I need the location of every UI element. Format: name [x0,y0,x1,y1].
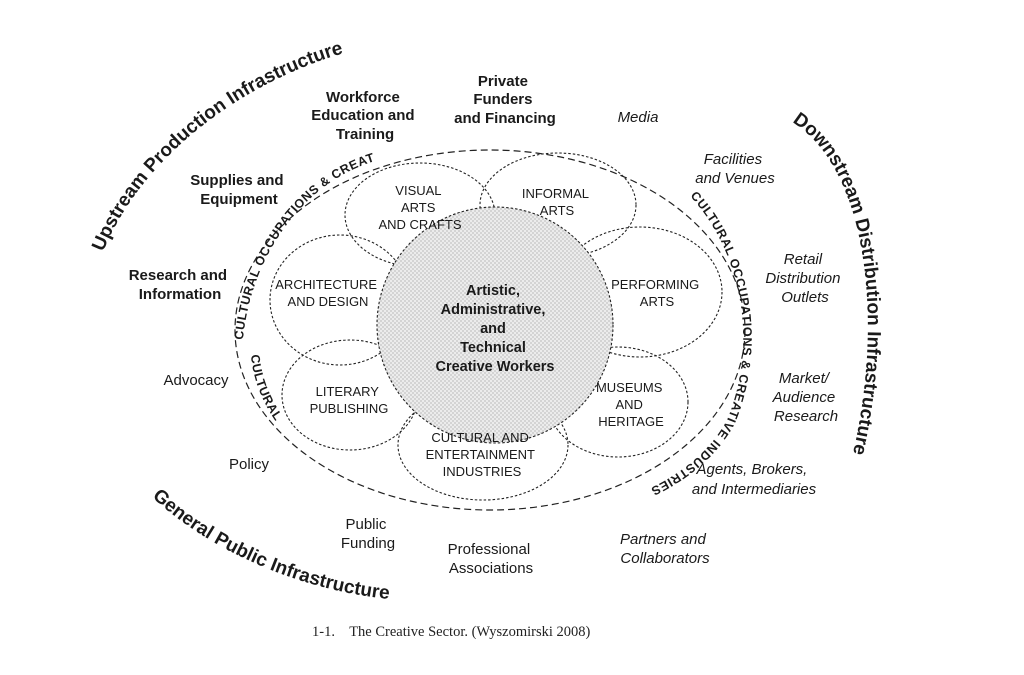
museums-label-2: AND [615,397,642,412]
performing-arts-label-1: PERFORMING [611,277,699,292]
funders-label-3: and Financing [454,110,556,127]
center-line-2: Administrative, [441,302,546,318]
svg-text:MUSEUMS AND HERITAGE: MUSEUMS AND HERITAGE [596,380,666,429]
informal-arts-label-1: INFORMAL [522,186,589,201]
facilities-label-2: and Venues [695,170,775,187]
svg-text:PERFORMING ARTS: PERFORMING ARTS [611,277,703,309]
public-funding-label-2: Funding [341,535,395,552]
retail-label-1: Retail [784,251,823,268]
center-line-1: Artistic, [466,283,520,299]
workforce-label-2: Education and [311,107,414,124]
museums-label-1: MUSEUMS [596,380,663,395]
center-line-3: and [480,321,506,337]
museums-circle [547,346,689,458]
svg-text:Facilities and Venues: Facilities and Venues [695,151,775,187]
svg-text:Retail Distribution Ou: Retail Distribution Outlets [765,251,844,306]
funders-label-1: Private [478,73,528,90]
advocacy-label: Advocacy [163,372,229,389]
partners-label-1: Partners and [620,531,707,548]
center-line-4: Technical [460,340,526,356]
supplies-label-2: Equipment [200,191,278,208]
svg-text:Partners and Collaborators: Partners and Collaborators [620,531,710,567]
svg-text:Supplies and Equipment: Supplies and Equipment [190,172,288,208]
svg-text:LITERARY PUBLISHING: LITERARY PUBLISHING [310,384,389,416]
research-label-2: Information [139,286,222,303]
visual-arts-label-3: AND CRAFTS [378,217,461,232]
market-label-3: Research [774,408,838,425]
literary-label-1: LITERARY [316,384,380,399]
research-label-1: Research and [129,267,227,284]
supplies-label-1: Supplies and [190,172,283,189]
svg-text:Professional Associations: Professional Associations [448,541,535,577]
architecture-label-1: ARCHITECTURE [275,277,377,292]
professional-label-1: Professional [448,541,531,558]
market-label-2: Audience [772,389,836,406]
svg-text:Private Funders and Fi: Private Funders and Financing [454,73,556,127]
svg-text:Market/ Audience Resea: Market/ Audience Research [772,370,840,425]
svg-text:Research and Information: Research and Information [129,267,232,303]
svg-text:Agents, Brokers, and Inter: Agents, Brokers, and Intermediaries [692,461,817,498]
architecture-label-2: AND DESIGN [288,294,369,309]
media-label: Media [618,109,659,126]
svg-text:Artistic, Administrative,: Artistic, Administrative, and Technical … [435,283,554,375]
informal-arts-circle [479,152,637,258]
ring-label-lower-left: CULTURAL [248,354,285,424]
cultural-ent-label-1: CULTURAL AND [431,430,529,445]
svg-text:Workforce Education and: Workforce Education and Training [311,89,419,143]
upstream-arc-label: Upstream Production Infrastructure [88,38,345,254]
agents-label-1: Agents, Brokers, [695,461,807,478]
svg-text:ARCHITECTURE AND DESIGN: ARCHITECTURE AND DESIGN [275,277,380,309]
center-line-5: Creative Workers [435,359,554,375]
svg-text:VISUAL ARTS AND CRAFTS: VISUAL ARTS AND CRAFTS [378,183,461,232]
literary-label-2: PUBLISHING [310,401,389,416]
workforce-label-1: Workforce [326,89,400,106]
workforce-label-3: Training [336,126,394,143]
agents-label-2: and Intermediaries [692,481,817,498]
professional-label-2: Associations [449,560,533,577]
outer-dashed-ring [234,149,746,511]
center-circle [376,206,614,444]
cultural-ent-label-2: ENTERTAINMENT [426,447,535,462]
cultural-ent-label-3: INDUSTRIES [443,464,522,479]
museums-label-3: HERITAGE [598,414,664,429]
retail-label-2: Distribution [765,270,840,287]
funders-label-2: Funders [473,91,532,108]
policy-label: Policy [229,456,270,473]
visual-arts-label-2: ARTS [401,200,436,215]
retail-label-3: Outlets [781,289,829,306]
ring-label-right: CULTURAL OCCUPATIONS & CREATIVE INDUSTRI… [649,189,755,499]
partners-label-2: Collaborators [620,550,710,567]
facilities-label-1: Facilities [704,151,763,168]
svg-text:Public Funding: Public Funding [341,516,395,552]
svg-text:INFORMAL ARTS: INFORMAL ARTS [522,186,592,218]
market-label-1: Market/ [779,370,831,387]
informal-arts-label-2: ARTS [540,203,575,218]
figure-caption: 1-1. The Creative Sector. (Wyszomirski 2… [312,624,590,640]
svg-text:CULTURAL AND ENTERTAINMENT: CULTURAL AND ENTERTAINMENT INDUSTRIES [426,430,539,479]
visual-arts-label-1: VISUAL [395,183,441,198]
performing-arts-label-2: ARTS [640,294,675,309]
public-funding-label-1: Public [345,516,386,533]
